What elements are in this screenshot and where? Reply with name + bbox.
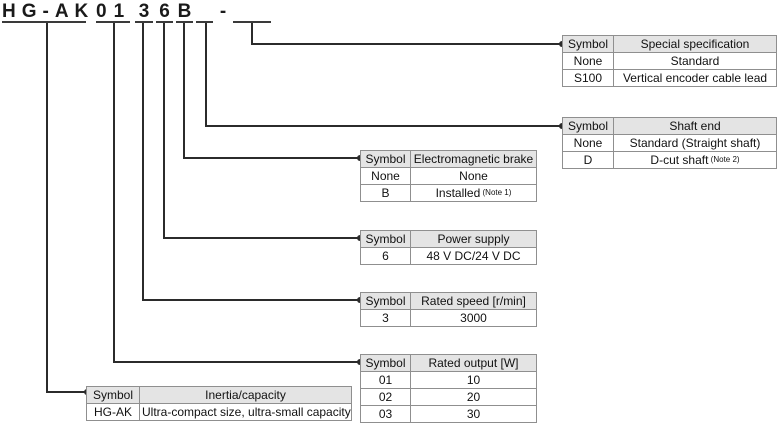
description-cell: 10 bbox=[410, 371, 537, 389]
model-dash-separator: - bbox=[219, 1, 227, 22]
symbol-cell: B bbox=[360, 184, 411, 202]
symbol-cell: None bbox=[562, 134, 614, 152]
description-cell: Standard bbox=[613, 52, 777, 70]
model-segment-brake: B bbox=[176, 1, 193, 23]
description-header-cell: Inertia/capacity bbox=[139, 386, 352, 404]
symbol-cell: 03 bbox=[360, 405, 411, 423]
symbol-cell: 02 bbox=[360, 388, 411, 406]
model-segment-rated-speed: 3 bbox=[135, 2, 153, 23]
symbol-cell: HG-AK bbox=[86, 403, 140, 421]
connector-line-rated-output-v bbox=[113, 23, 115, 363]
description-cell: D-cut shaft (Note 2) bbox=[613, 151, 777, 169]
connector-line-rated-speed-v bbox=[142, 23, 144, 301]
connector-line-rated-speed-h bbox=[142, 299, 360, 301]
description-cell: 48 V DC/24 V DC bbox=[410, 247, 537, 265]
description-cell: Vertical encoder cable lead bbox=[613, 69, 777, 87]
symbol-cell: 6 bbox=[360, 247, 411, 265]
symbol-cell: D bbox=[562, 151, 614, 169]
symbol-header-cell: Symbol bbox=[562, 35, 614, 53]
note-reference: (Note 1) bbox=[480, 188, 512, 197]
connector-line-shaft-end-v bbox=[205, 23, 207, 127]
note-reference: (Note 2) bbox=[708, 155, 740, 164]
connector-line-special-spec-h bbox=[251, 43, 562, 45]
description-cell: 30 bbox=[410, 405, 537, 423]
description-header-cell: Shaft end bbox=[613, 117, 777, 135]
symbol-cell: None bbox=[360, 167, 411, 185]
connector-line-brake-h bbox=[183, 157, 360, 159]
model-segment-power-supply: 6 bbox=[156, 2, 173, 23]
symbol-cell: None bbox=[562, 52, 614, 70]
description-cell: None bbox=[410, 167, 537, 185]
connector-line-series-v bbox=[46, 23, 48, 393]
symbol-header-cell: Symbol bbox=[562, 117, 614, 135]
description-header-cell: Special specification bbox=[613, 35, 777, 53]
symbol-cell: 3 bbox=[360, 309, 411, 327]
symbol-header-cell: Symbol bbox=[360, 292, 411, 310]
description-cell: Ultra-compact size, ultra-small capacity bbox=[139, 403, 352, 421]
symbol-cell: S100 bbox=[562, 69, 614, 87]
description-header-cell: Rated speed [r/min] bbox=[410, 292, 537, 310]
connector-line-special-spec-v bbox=[251, 23, 253, 45]
connector-line-shaft-end-h bbox=[205, 125, 562, 127]
model-segment-series: HG-AK bbox=[2, 1, 95, 23]
symbol-header-cell: Symbol bbox=[360, 354, 411, 372]
connector-line-power-supply-h bbox=[163, 237, 360, 239]
model-segment-shaft-end bbox=[196, 2, 213, 23]
symbol-header-cell: Symbol bbox=[86, 386, 140, 404]
description-header-cell: Rated output [W] bbox=[410, 354, 537, 372]
symbol-cell: 01 bbox=[360, 371, 411, 389]
connector-line-rated-output-h bbox=[113, 361, 360, 363]
description-header-cell: Electromagnetic brake bbox=[410, 150, 537, 168]
connector-line-series-h bbox=[46, 391, 87, 393]
connector-line-brake-v bbox=[183, 23, 185, 159]
description-cell: 3000 bbox=[410, 309, 537, 327]
description-cell: Standard (Straight shaft) bbox=[613, 134, 777, 152]
description-cell: Installed (Note 1) bbox=[410, 184, 537, 202]
symbol-header-cell: Symbol bbox=[360, 150, 411, 168]
description-cell: 20 bbox=[410, 388, 537, 406]
connector-line-power-supply-v bbox=[163, 23, 165, 239]
model-segment-rated-output: 01 bbox=[96, 1, 132, 23]
model-segment-special-spec bbox=[233, 2, 271, 23]
description-header-cell: Power supply bbox=[410, 230, 537, 248]
symbol-header-cell: Symbol bbox=[360, 230, 411, 248]
